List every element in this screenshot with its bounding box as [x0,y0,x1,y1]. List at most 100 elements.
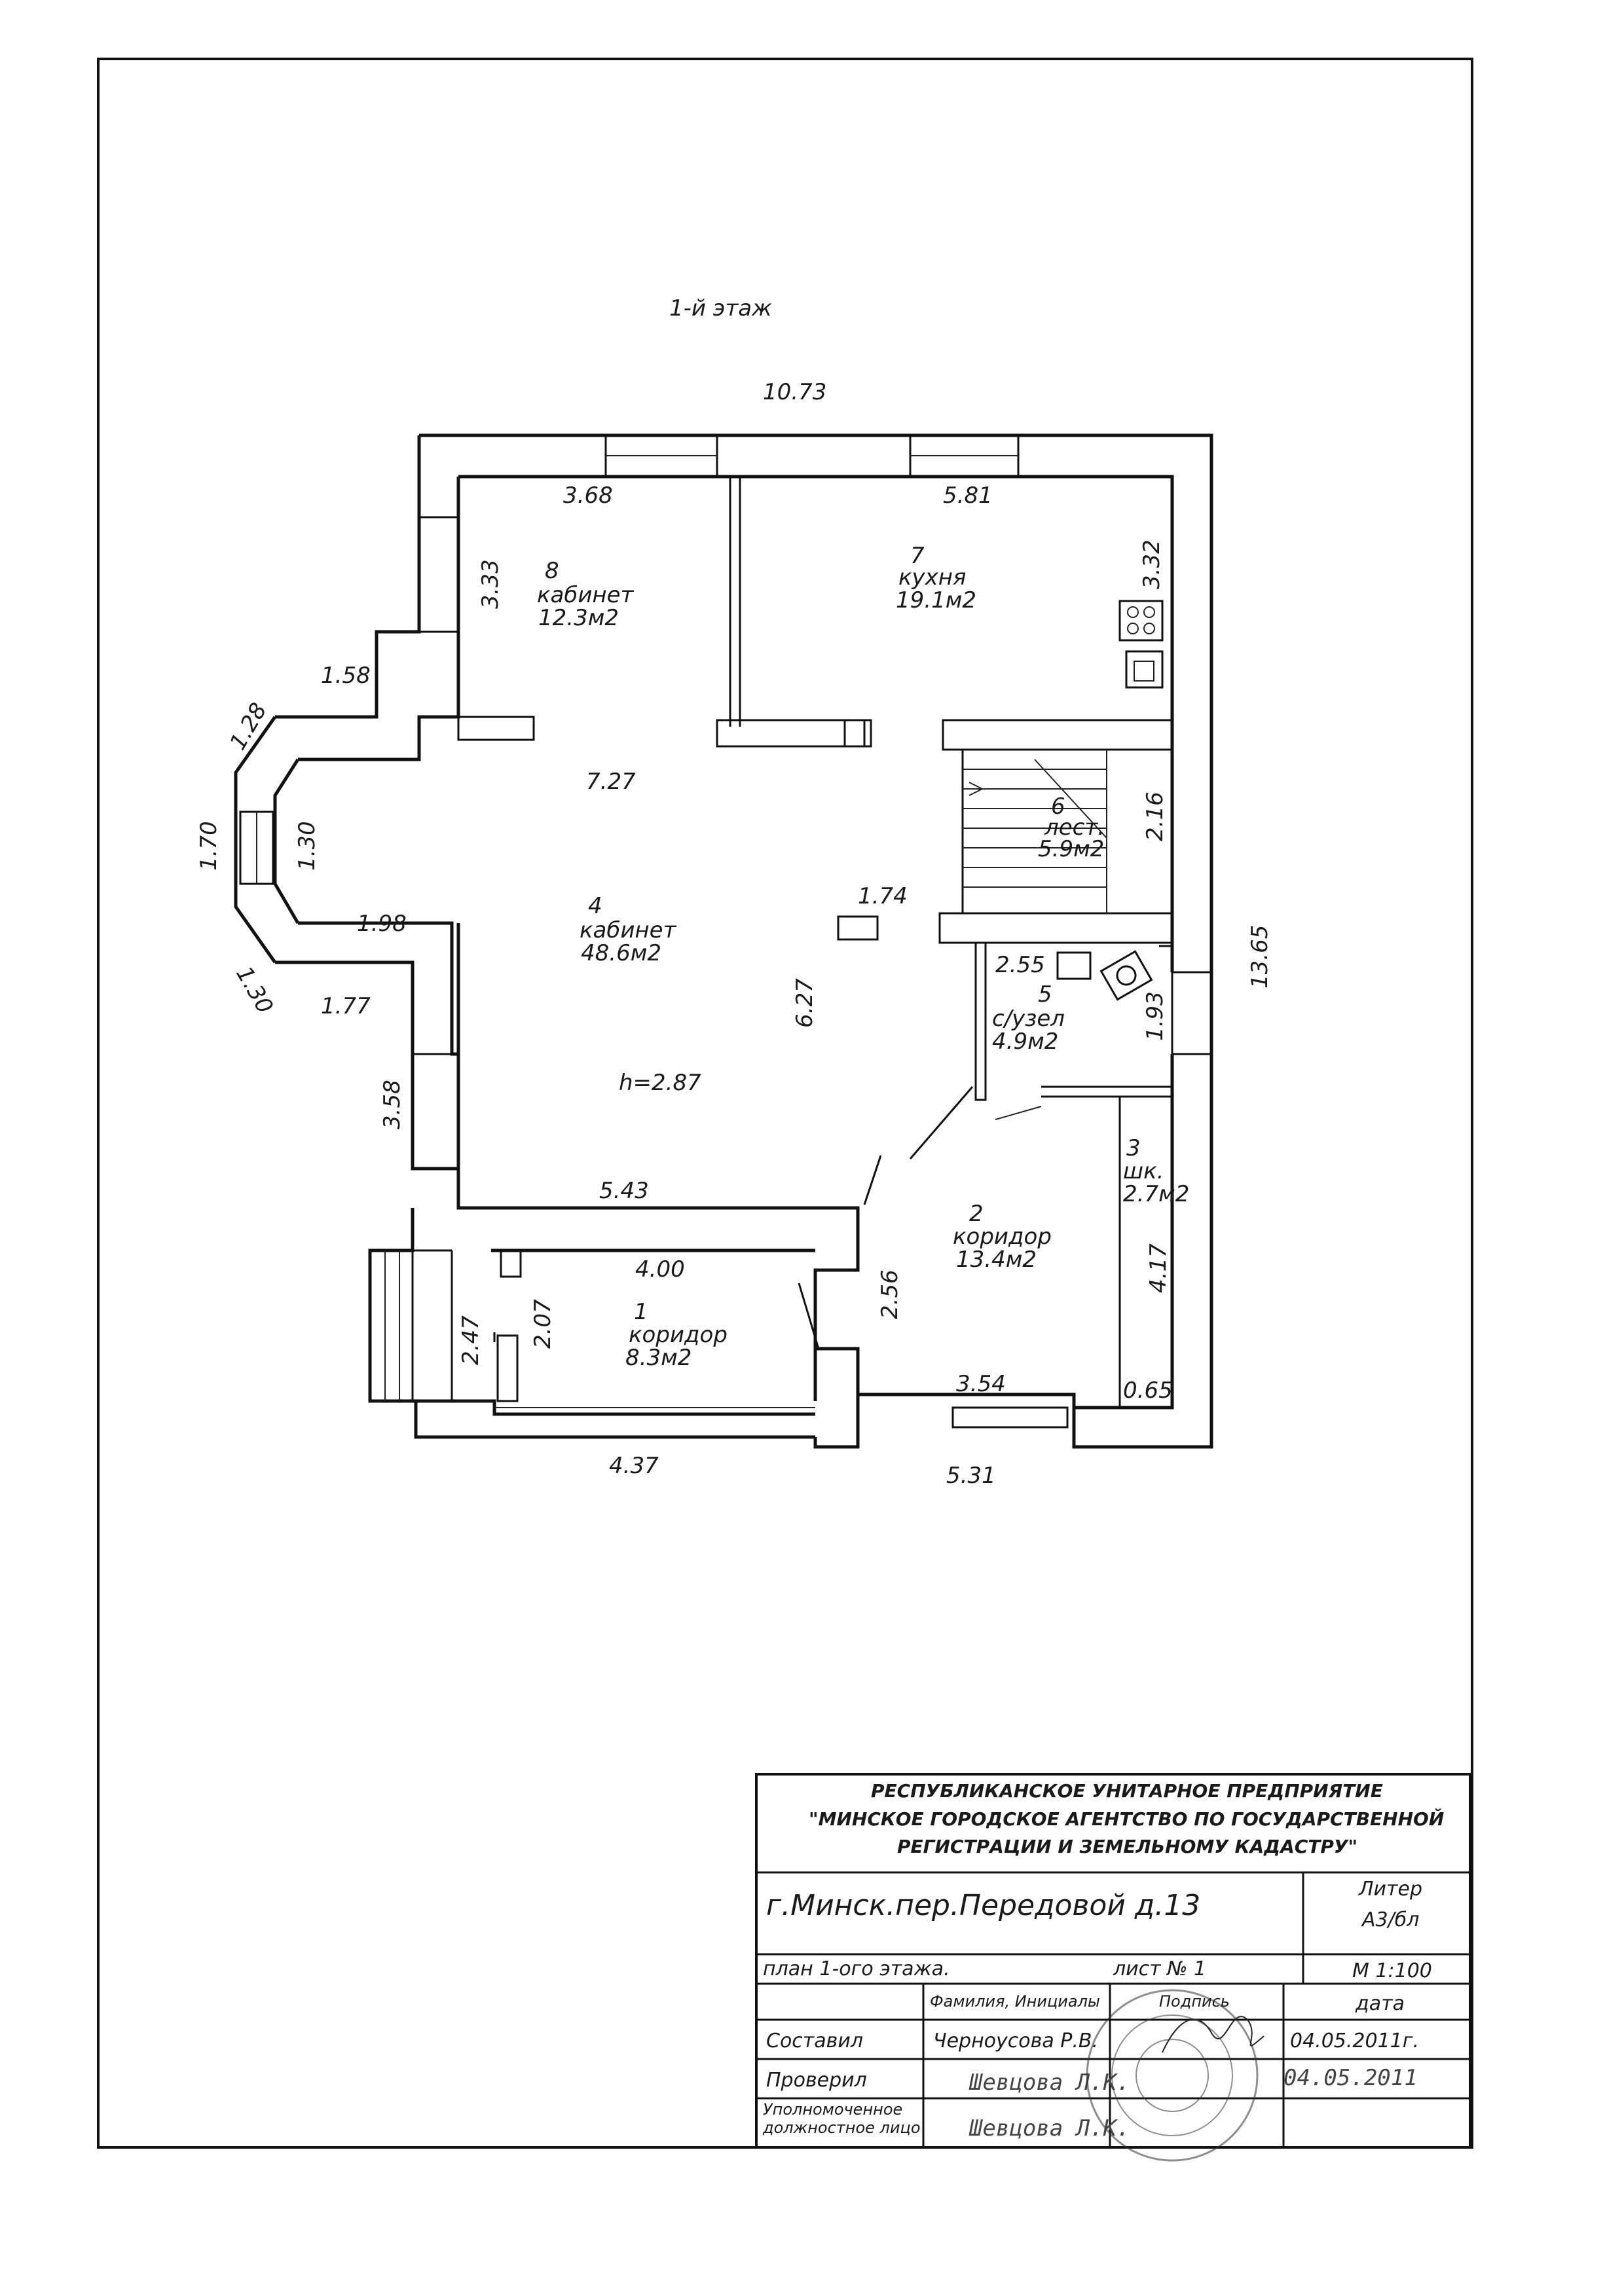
svg-text:4.17: 4.17 [1145,1243,1172,1293]
exterior-walls [234,433,1213,1449]
svg-text:кабинет: кабинет [537,582,635,608]
dimension-labels: 10.73 3.68 5.81 3.33 3.32 1.58 1.28 1.70… [196,379,1273,1489]
svg-text:3: 3 [1126,1135,1141,1161]
svg-text:2.07: 2.07 [530,1299,556,1349]
stove-fixture [1118,600,1164,642]
svg-text:10.73: 10.73 [763,379,826,405]
svg-text:2.7м2: 2.7м2 [1123,1181,1189,1207]
svg-text:4: 4 [588,893,602,919]
drawing-frame [97,58,1473,2149]
svg-text:6: 6 [1051,793,1065,820]
room-5-label: 5 с/узел 4.9м2 [992,981,1065,1055]
svg-text:Проверил: Проверил [766,2069,867,2092]
svg-text:8: 8 [545,558,559,584]
svg-text:дата: дата [1355,1992,1405,2015]
svg-text:г.Минск.пер.Передовой д.13: г.Минск.пер.Передовой д.13 [766,1889,1200,1922]
entrance-steps [369,1249,453,1402]
svg-text:1.58: 1.58 [321,663,371,689]
svg-text:Шевцова Л.К.: Шевцова Л.К. [969,2069,1130,2096]
svg-text:5: 5 [1038,981,1052,1008]
svg-text:1.93: 1.93 [1142,991,1168,1041]
svg-text:04.05.2011г.: 04.05.2011г. [1290,2030,1419,2052]
sink-fixture [1056,951,1092,980]
svg-text:04.05.2011: 04.05.2011 [1283,2065,1418,2091]
svg-text:1.28: 1.28 [225,699,272,755]
svg-text:Фамилия, Инициалы: Фамилия, Инициалы [930,1992,1100,2011]
svg-text:13.65: 13.65 [1247,925,1273,989]
svg-text:12.3м2: 12.3м2 [538,605,619,631]
svg-text:РЕСПУБЛИКАНСКОЕ УНИТАРНОЕ ПРЕД: РЕСПУБЛИКАНСКОЕ УНИТАРНОЕ ПРЕДПРИЯТИЕ [871,1780,1383,1802]
svg-text:2.47: 2.47 [458,1315,484,1365]
room-labels: 8 кабинет 12.3м2 7 кухня 19.1м2 6 лест. … [537,543,1189,1371]
svg-text:коридор: коридор [629,1322,728,1348]
svg-text:Шевцова Л.К.: Шевцова Л.К. [969,2115,1130,2141]
svg-text:Литер: Литер [1358,1878,1422,1901]
svg-text:48.6м2: 48.6м2 [581,940,661,966]
room-3-label: 3 шк. 2.7м2 [1123,1135,1189,1207]
room-4-label: 4 кабинет 48.6м2 [580,893,677,966]
title-block: РЕСПУБЛИКАНСКОЕ УНИТАРНОЕ ПРЕДПРИЯТИЕ "М… [755,1773,1471,2162]
svg-text:5.81: 5.81 [943,483,993,509]
svg-text:4.37: 4.37 [609,1453,659,1479]
svg-text:5.9м2: 5.9м2 [1038,836,1104,862]
room-1-label: 1 коридор 8.3м2 [625,1299,728,1371]
svg-text:кабинет: кабинет [580,917,677,943]
svg-text:Уполномоченное: Уполномоченное [763,2100,902,2119]
toilet-fixture [1099,950,1153,1001]
svg-text:А3/бл: А3/бл [1361,1908,1419,1931]
svg-text:лест.: лест. [1044,814,1105,841]
signature-scribble [1162,2016,1264,2053]
svg-text:должностное лицо: должностное лицо [762,2119,921,2137]
svg-text:"МИНСКОЕ ГОРОДСКОЕ АГЕНТСТВО П: "МИНСКОЕ ГОРОДСКОЕ АГЕНТСТВО ПО ГОСУДАРС… [809,1808,1444,1830]
svg-text:3.33: 3.33 [477,559,504,609]
room-8-label: 8 кабинет 12.3м2 [537,558,635,631]
svg-text:1.74: 1.74 [858,883,908,909]
svg-text:1.70: 1.70 [196,821,222,871]
svg-text:3.58: 3.58 [379,1080,405,1129]
svg-text:7.27: 7.27 [586,769,636,795]
svg-text:6.27: 6.27 [792,978,818,1028]
svg-text:19.1м2: 19.1м2 [896,587,976,613]
svg-text:1: 1 [634,1299,648,1325]
svg-text:4.00: 4.00 [635,1256,685,1283]
svg-text:с/узел: с/узел [992,1006,1065,1032]
svg-text:7: 7 [910,543,925,569]
svg-text:1.30: 1.30 [294,821,320,871]
stair-treads [963,750,1107,913]
svg-text:8.3м2: 8.3м2 [625,1345,692,1371]
floor-title: 1-й этаж [669,295,772,321]
svg-text:2: 2 [969,1201,984,1227]
svg-text:2.55: 2.55 [995,952,1045,978]
svg-text:3.32: 3.32 [1139,539,1165,589]
svg-text:Подпись: Подпись [1159,1992,1230,2011]
kitchen-sink-fixture [1125,650,1164,689]
svg-text:шк.: шк. [1123,1158,1164,1184]
svg-text:РЕГИСТРАЦИИ И ЗЕМЕЛЬНОМУ КАДАС: РЕГИСТРАЦИИ И ЗЕМЕЛЬНОМУ КАДАСТРУ" [897,1836,1357,1857]
svg-text:3.54: 3.54 [956,1371,1006,1397]
svg-text:3.68: 3.68 [563,483,613,509]
svg-text:коридор: коридор [953,1224,1052,1250]
official-stamp [1086,1989,1259,2162]
svg-text:лист № 1: лист № 1 [1113,1958,1206,1980]
svg-text:2.56: 2.56 [877,1269,903,1319]
svg-text:1.77: 1.77 [321,993,371,1019]
svg-text:5.31: 5.31 [946,1463,996,1489]
svg-text:Составил: Составил [766,2030,863,2052]
svg-text:план 1-ого этажа.: план 1-ого этажа. [763,1958,950,1980]
interior-walls [369,477,1173,1408]
svg-text:1.30: 1.30 [231,962,278,1019]
svg-text:13.4м2: 13.4м2 [956,1247,1037,1273]
svg-text:Черноусова Р.В.: Черноусова Р.В. [933,2030,1098,2052]
svg-text:2.16: 2.16 [1142,792,1168,841]
svg-text:кухня: кухня [898,564,966,591]
room-6-label: 6 лест. 5.9м2 [1038,793,1105,862]
room-7-label: 7 кухня 19.1м2 [896,543,976,613]
svg-text:1.98: 1.98 [357,911,407,937]
svg-text:5.43: 5.43 [599,1178,649,1204]
svg-text:0.65: 0.65 [1123,1377,1173,1404]
svg-text:М 1:100: М 1:100 [1352,1959,1432,1982]
room-2-label: 2 коридор 13.4м2 [953,1201,1052,1273]
svg-text:4.9м2: 4.9м2 [992,1029,1058,1055]
ceiling-height-note: h=2.87 [619,1070,701,1096]
